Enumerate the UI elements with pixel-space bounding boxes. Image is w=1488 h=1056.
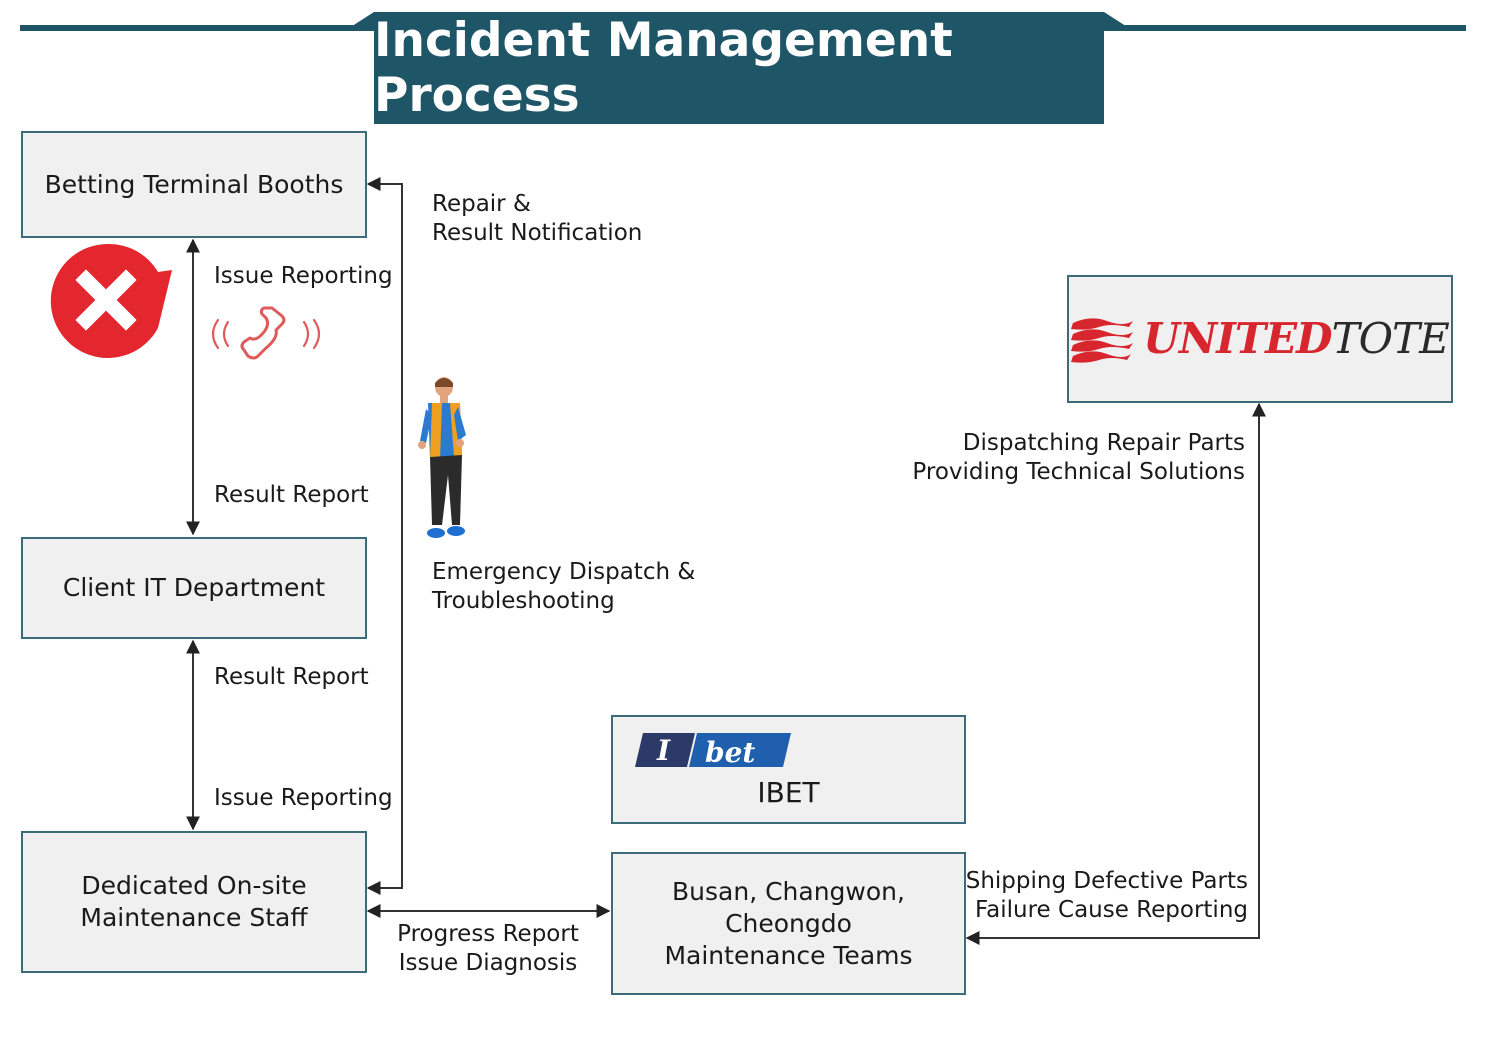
unitedtote-wave-icon bbox=[1071, 318, 1134, 363]
label-line: Emergency Dispatch & bbox=[432, 559, 696, 585]
label-line: Failure Cause Reporting bbox=[975, 897, 1248, 923]
label-repair-result: Repair & Result Notification bbox=[432, 190, 642, 248]
node-label-line1: Busan, Changwon, Cheongdo bbox=[672, 876, 905, 938]
label-line: Providing Technical Solutions bbox=[912, 459, 1245, 485]
node-client-it-department: Client IT Department bbox=[21, 537, 367, 639]
alert-x-icon bbox=[50, 243, 172, 358]
node-label-line2: Maintenance Staff bbox=[80, 903, 308, 932]
node-label-line1: Dedicated On-site bbox=[81, 871, 307, 900]
node-label: Client IT Department bbox=[62, 573, 326, 602]
label-line: Repair & bbox=[432, 191, 531, 217]
node-unitedtote: UNITEDTOTE bbox=[1067, 275, 1453, 403]
phone-ringing-icon bbox=[211, 306, 321, 360]
label-line: Dispatching Repair Parts bbox=[962, 430, 1245, 456]
label-line: Progress Report bbox=[397, 921, 579, 947]
title-tab-right bbox=[1104, 12, 1132, 30]
title-tab-left bbox=[346, 12, 374, 30]
edge-staff-booths-repair bbox=[366, 177, 403, 895]
label-issue-reporting-top: Issue Reporting bbox=[214, 263, 393, 289]
label-shipping-parts: Shipping Defective Parts Failure Cause R… bbox=[960, 867, 1248, 925]
page-title: Incident Management Process bbox=[374, 12, 1104, 124]
unitedtote-united: UNITED bbox=[1143, 314, 1332, 363]
technician-icon bbox=[418, 377, 466, 538]
ibet-logo-bet: bet bbox=[705, 736, 755, 769]
label-line: Issue Diagnosis bbox=[398, 950, 578, 976]
node-label-line2: Maintenance Teams bbox=[664, 940, 913, 970]
ibet-logo: I bet bbox=[635, 733, 791, 769]
unitedtote-tote: TOTE bbox=[1331, 314, 1450, 363]
page-title-text: Incident Management Process bbox=[374, 13, 953, 123]
node-maintenance-teams: Busan, Changwon, Cheongdo Maintenance Te… bbox=[611, 852, 966, 995]
ibet-logo-i: I bbox=[656, 734, 671, 767]
node-label: Betting Terminal Booths bbox=[44, 169, 344, 199]
label-issue-reporting-bottom: Issue Reporting bbox=[214, 785, 393, 811]
label-emergency-dispatch: Emergency Dispatch & Troubleshooting bbox=[432, 558, 695, 616]
label-line: Troubleshooting bbox=[432, 588, 615, 614]
node-ibet: I bet IBET bbox=[611, 715, 966, 824]
label-line: Shipping Defective Parts bbox=[965, 868, 1248, 894]
label-dispatching-parts: Dispatching Repair Parts Providing Techn… bbox=[900, 429, 1245, 487]
unitedtote-wordmark: UNITEDTOTE bbox=[1143, 318, 1449, 360]
label-result-report-top: Result Report bbox=[214, 482, 369, 508]
label-progress-report: Progress Report Issue Diagnosis bbox=[392, 920, 584, 978]
edge-teams-unitedtote bbox=[965, 402, 1266, 945]
node-betting-terminal-booths: Betting Terminal Booths bbox=[21, 131, 367, 238]
node-onsite-maintenance-staff: Dedicated On-site Maintenance Staff bbox=[21, 831, 367, 973]
unitedtote-logo: UNITEDTOTE bbox=[1071, 315, 1450, 363]
label-result-report-bottom: Result Report bbox=[214, 664, 369, 690]
label-line: Result Notification bbox=[432, 220, 643, 246]
ibet-name: IBET bbox=[757, 776, 820, 809]
